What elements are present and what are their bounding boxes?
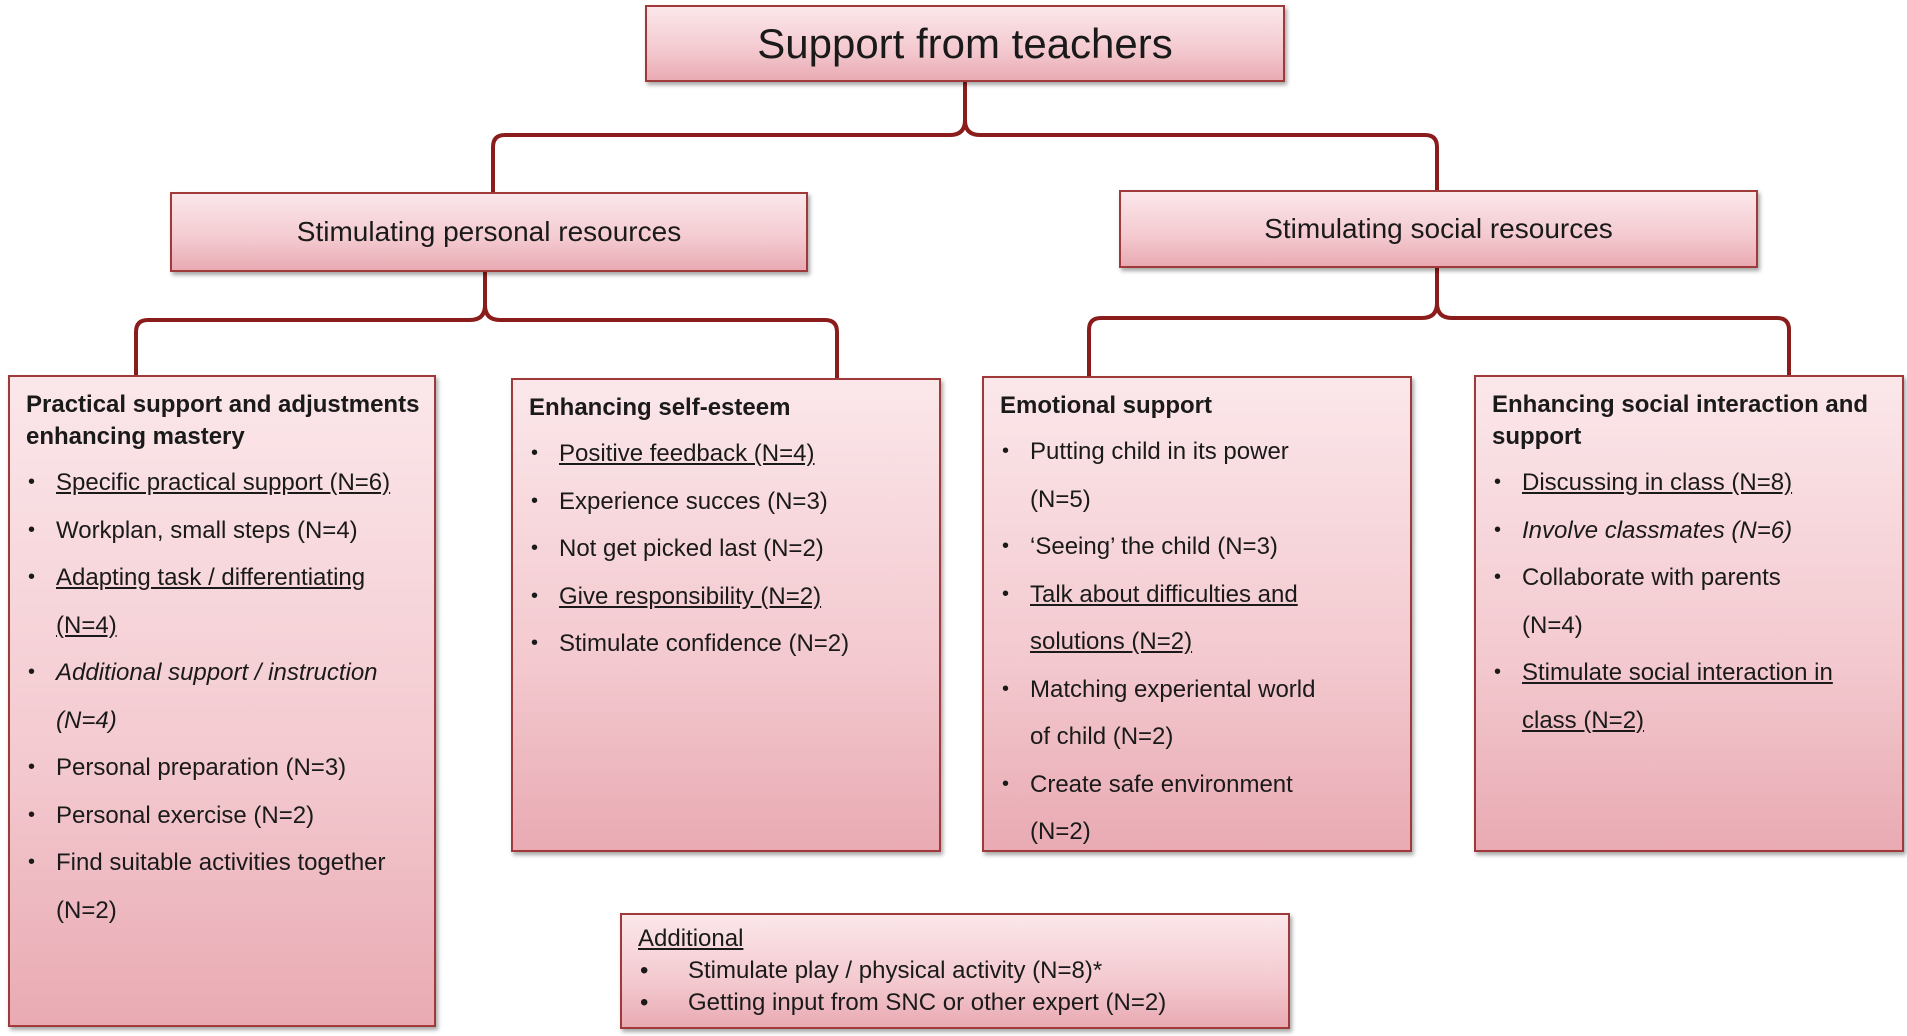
additional-title: Additional — [638, 925, 744, 952]
branch-social-resources: Stimulating social resources — [1119, 190, 1758, 268]
category-self-esteem: Enhancing self-esteem Positive feedback … — [511, 378, 941, 852]
category-social-interaction: Enhancing social interaction and support… — [1474, 375, 1904, 852]
connector-personal-categories — [134, 272, 839, 378]
list-item: Give responsibility (N=2) — [529, 573, 925, 621]
branch-personal-label: Stimulating personal resources — [296, 216, 682, 247]
category-item-list: Specific practical support (N=6) Workpla… — [26, 459, 420, 934]
list-item: Not get picked last (N=2) — [529, 525, 925, 573]
list-item: Adapting task / differentiating (N=4) — [26, 554, 420, 649]
additional-box: Additional Stimulate play / physical act… — [620, 913, 1290, 1029]
list-item: Create safe environment (N=2) — [1000, 761, 1336, 856]
list-item: ‘Seeing’ the child (N=3) — [1000, 523, 1336, 571]
root-node: Support from teachers — [645, 5, 1285, 82]
list-item: Stimulate confidence (N=2) — [529, 620, 925, 668]
list-item: Stimulate play / physical activity (N=8)… — [638, 955, 1272, 987]
list-item: Collaborate with parents (N=4) — [1492, 554, 1848, 649]
category-title: Enhancing self-esteem — [529, 394, 791, 421]
category-title: Practical support and adjustments enhanc… — [26, 391, 420, 450]
list-item: Find suitable activities together (N=2) — [26, 839, 420, 934]
list-item: Workplan, small steps (N=4) — [26, 507, 420, 555]
category-emotional-support: Emotional support Putting child in its p… — [982, 376, 1412, 852]
category-title: Emotional support — [1000, 392, 1212, 419]
list-item: Getting input from SNC or other expert (… — [638, 987, 1272, 1019]
category-practical-support: Practical support and adjustments enhanc… — [8, 375, 436, 1027]
branch-personal-resources: Stimulating personal resources — [170, 192, 808, 272]
list-item: Additional support / instruction (N=4) — [26, 649, 420, 744]
list-item: Specific practical support (N=6) — [26, 459, 420, 507]
list-item: Personal preparation (N=3) — [26, 744, 420, 792]
list-item: Involve classmates (N=6) — [1492, 507, 1848, 555]
additional-item-list: Stimulate play / physical activity (N=8)… — [638, 955, 1272, 1019]
list-item: Stimulate social interaction in class (N… — [1492, 649, 1848, 744]
branch-social-label: Stimulating social resources — [1264, 213, 1613, 244]
category-item-list: Putting child in its power (N=5) ‘Seeing… — [1000, 428, 1396, 856]
list-item: Personal exercise (N=2) — [26, 792, 420, 840]
list-item: Talk about difficulties and solutions (N… — [1000, 571, 1336, 666]
list-item: Experience succes (N=3) — [529, 478, 925, 526]
category-title: Enhancing social interaction and support — [1492, 391, 1869, 450]
list-item: Discussing in class (N=8) — [1492, 459, 1848, 507]
connector-social-categories — [1087, 268, 1791, 376]
list-item: Putting child in its power (N=5) — [1000, 428, 1336, 523]
list-item: Matching experiental world of child (N=2… — [1000, 666, 1336, 761]
category-item-list: Discussing in class (N=8) Involve classm… — [1492, 459, 1888, 744]
category-item-list: Positive feedback (N=4) Experience succe… — [529, 430, 925, 668]
connector-root-branches — [491, 82, 1439, 192]
list-item: Positive feedback (N=4) — [529, 430, 925, 478]
root-node-label: Support from teachers — [757, 19, 1173, 67]
